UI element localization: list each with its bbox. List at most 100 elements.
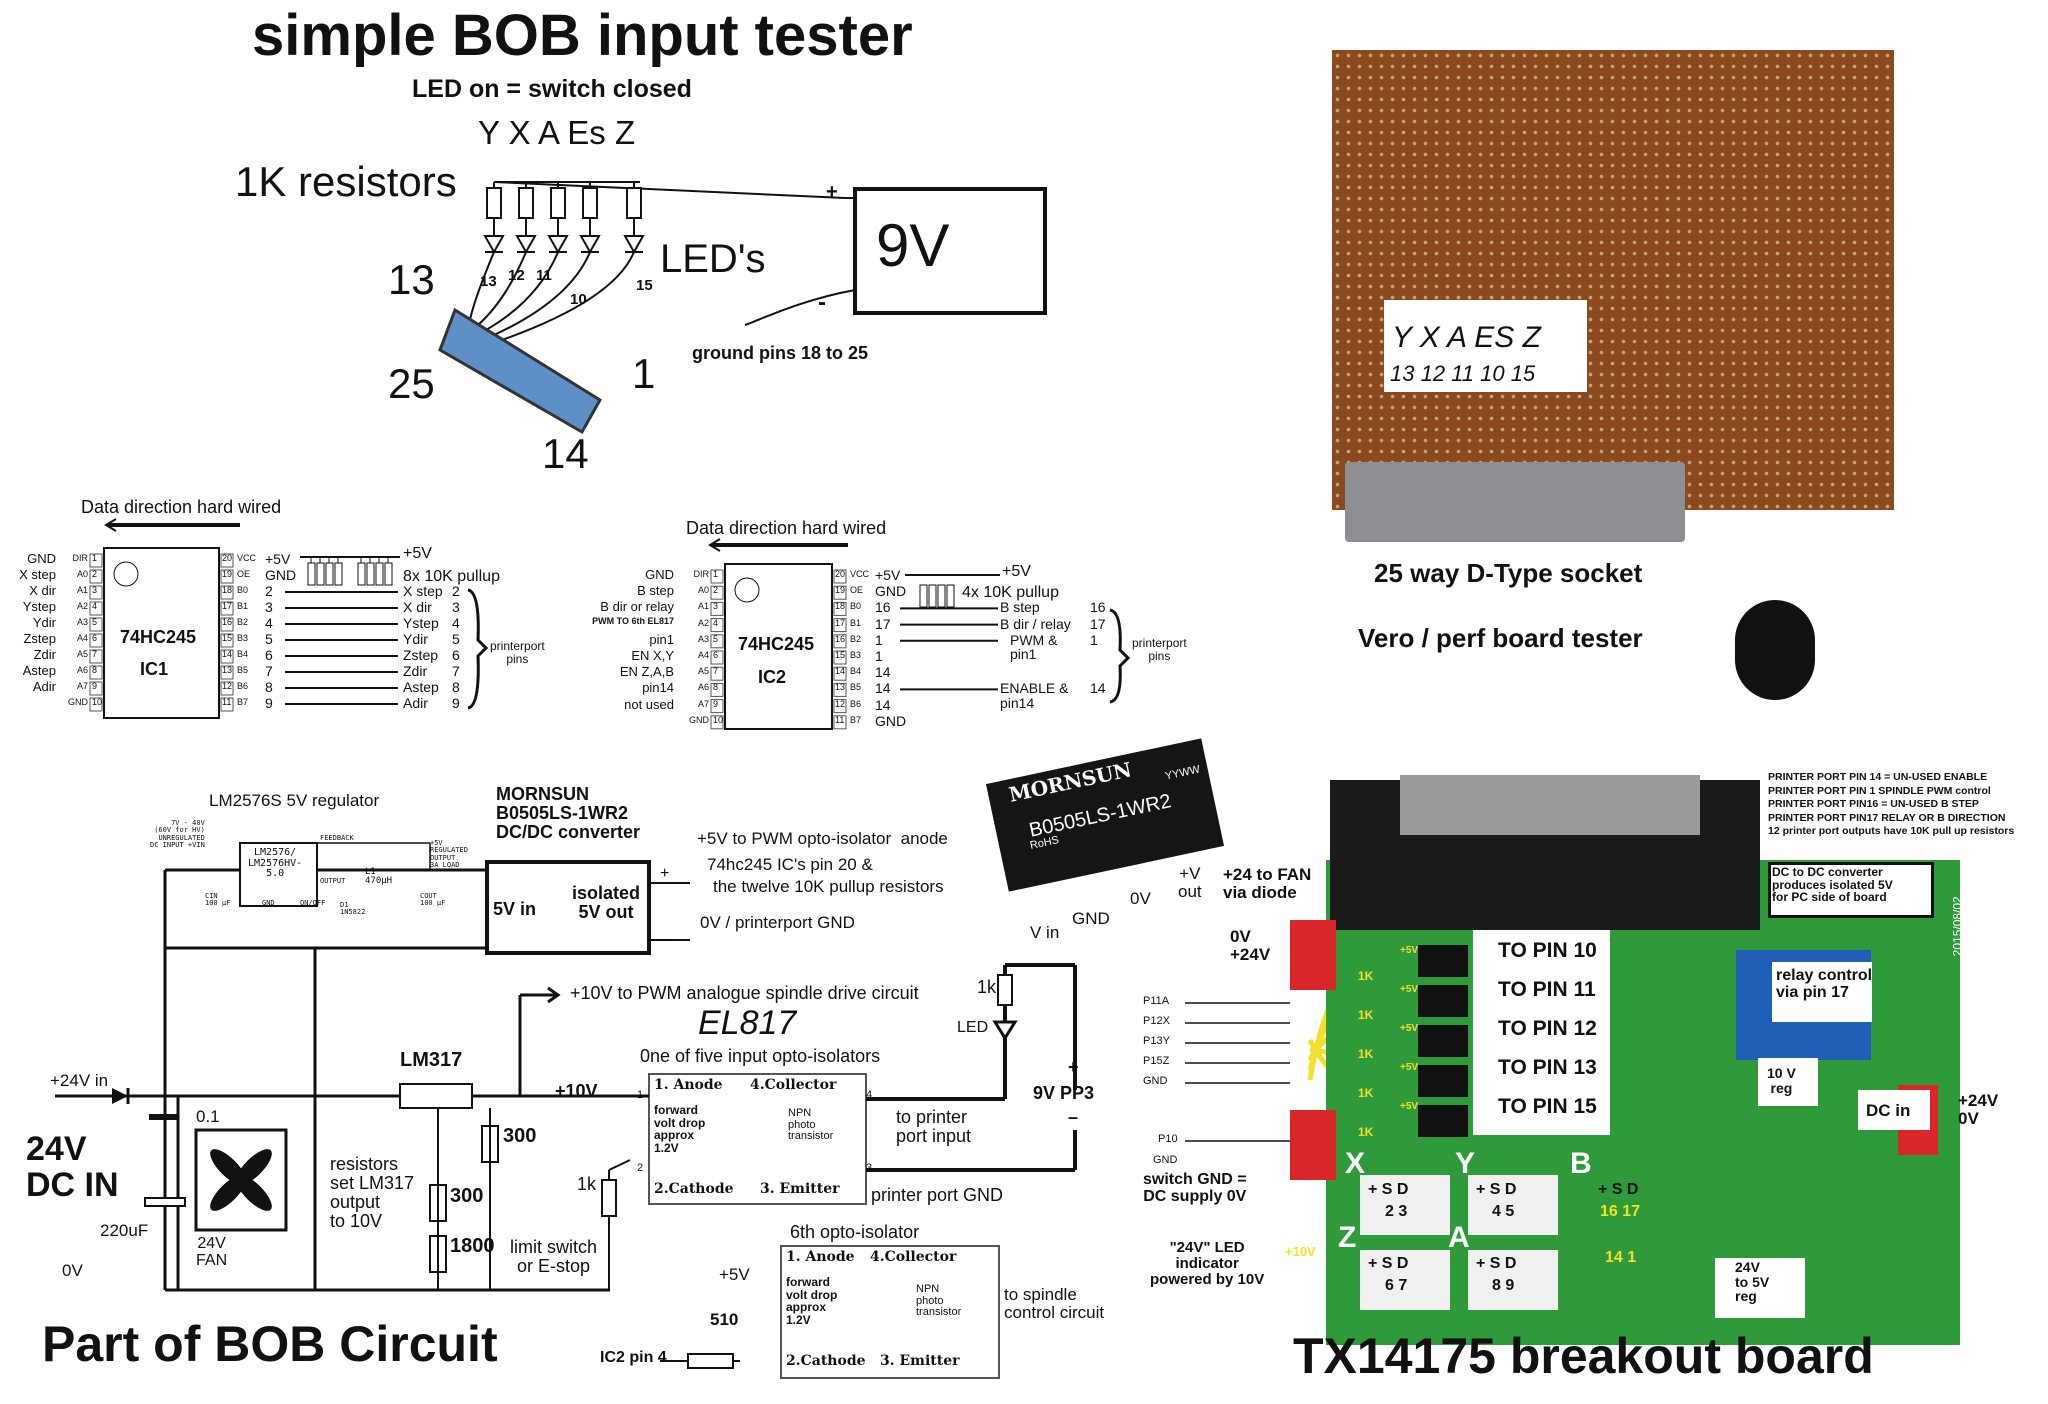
sd-connector-label: + S D xyxy=(1368,1181,1409,1198)
pin-name: B2 xyxy=(850,633,862,644)
feedback-label: FEEDBACK xyxy=(320,834,354,842)
to-pin-label-box xyxy=(1473,930,1610,1135)
relay-label-box xyxy=(1772,962,1872,1022)
optocoupler-chip xyxy=(1418,1025,1468,1057)
opto-plus5v-label: +5V xyxy=(1400,1023,1419,1034)
pin-number: 6 xyxy=(713,650,719,660)
spindle-drive-label: +10V to PWM analogue spindle drive circu… xyxy=(570,983,919,1003)
printer-port-note: PRINTER PORT PIN16 = UN-USED B STEP xyxy=(1768,798,1979,810)
opto6-plus5v-label: +5V xyxy=(719,1265,750,1284)
leds-label: LED's xyxy=(660,237,766,281)
ic2-pin-box xyxy=(833,634,847,649)
left-pin-label: EN X,Y xyxy=(631,648,674,663)
forward-drop-label: forward volt drop approx 1.2V xyxy=(654,1103,706,1155)
sd-pin-numbers: 6 7 xyxy=(1385,1277,1408,1294)
pin-number: 19 xyxy=(222,569,233,579)
to-pin-label: TO PIN 15 xyxy=(1498,1095,1597,1118)
ic1-pin-box xyxy=(89,601,103,616)
left-pin-label: GND xyxy=(645,567,674,582)
ic2-pin-box xyxy=(710,618,724,633)
sd-pin-numbers: 14 1 xyxy=(1605,1249,1637,1266)
forward-drop-label: forward volt drop approx 1.2V xyxy=(786,1275,838,1327)
pp3-plus: + xyxy=(1068,1057,1079,1077)
input-pin-label: P12X xyxy=(1143,1015,1170,1027)
pin-name: B7 xyxy=(237,697,249,707)
output-label: Ystep xyxy=(403,615,439,631)
reg5-label-box xyxy=(1715,1258,1805,1318)
db25-pin-13: 13 xyxy=(388,256,435,303)
led-pin-number: 15 xyxy=(636,277,653,294)
resistor-1k-label: 1K xyxy=(1358,1086,1374,1100)
output-label: Adir xyxy=(403,695,428,711)
pin-number: 5 xyxy=(713,633,719,644)
led-symbol xyxy=(992,1020,1018,1041)
opto-isolator-6 xyxy=(780,1245,1000,1379)
led-symbol xyxy=(515,235,537,255)
output-pin: 16 xyxy=(1090,599,1106,616)
pin-name: B1 xyxy=(237,601,249,611)
dcdc-converter-box xyxy=(485,860,651,955)
right-pin-value: GND xyxy=(875,712,907,729)
ic2-pin1-notch xyxy=(734,577,760,603)
pin-number: 13 xyxy=(835,682,846,693)
pin-name: B6 xyxy=(237,681,249,691)
led-wire xyxy=(477,251,527,326)
pin-number: 3 xyxy=(92,585,98,595)
ic2-pin-box xyxy=(710,699,724,714)
gnd-label: GND xyxy=(262,899,275,907)
switch-gnd-label: switch GND = DC supply 0V xyxy=(1143,1171,1247,1205)
sd-pin-numbers: 4 5 xyxy=(1492,1203,1515,1220)
right-pin-value: 1 xyxy=(875,648,883,664)
pin-name: GND xyxy=(68,697,88,707)
led-pin-number: 10 xyxy=(570,291,587,308)
pin-number: 7 xyxy=(713,666,719,677)
fan-connector-photo xyxy=(1290,920,1336,990)
ic1-pin-box xyxy=(89,665,103,680)
to-pin-label: TO PIN 13 xyxy=(1498,1056,1597,1079)
ic2-pin-box xyxy=(833,682,847,697)
connector-a xyxy=(1468,1250,1558,1310)
resistor-510 xyxy=(687,1353,734,1369)
led-pin-number: 11 xyxy=(536,267,552,284)
resistor-1k xyxy=(550,187,566,219)
input-pin-label: P11A xyxy=(1143,995,1170,1007)
pin-number: 14 xyxy=(835,666,846,677)
module-pin-vin: V in xyxy=(1030,923,1060,942)
reg5-label: 24V to 5V reg xyxy=(1735,1259,1770,1305)
left-pin-label: EN Z,A,B xyxy=(619,664,674,680)
db25-pin-1: 1 xyxy=(632,350,656,397)
l1-label: L1 470µH xyxy=(365,867,393,887)
card-numbers: 13 12 11 10 15 xyxy=(1390,361,1536,386)
ic2-pin-box xyxy=(833,666,847,681)
anode-label: 1. Anode xyxy=(654,1077,723,1093)
converter-plus: + xyxy=(660,865,670,882)
npn-label: NPN photo transistor xyxy=(788,1107,834,1143)
led-indicator-label: "24V" LED indicator powered by 10V xyxy=(1150,1239,1265,1288)
ic2-pin-box xyxy=(710,601,724,616)
dc-in-label-box xyxy=(1858,1090,1930,1130)
right-pin-value: 3 xyxy=(265,599,273,615)
zero-volt-label: 0V xyxy=(62,1261,83,1280)
dcdc-note-box xyxy=(1768,862,1934,918)
plus10-board-label: +10V xyxy=(1285,1244,1316,1259)
led-wire xyxy=(501,251,635,341)
capacitor-01 xyxy=(149,1114,177,1120)
battery-clip-photo xyxy=(1735,600,1815,700)
resistors-note: resistors set LM317 output to 10V xyxy=(330,1154,415,1231)
lm2576-chip xyxy=(239,842,318,907)
brace-label: printerport pins xyxy=(490,639,545,666)
pin-name: A4 xyxy=(697,650,709,660)
pin-number: 14 xyxy=(222,649,233,659)
resistor-1k-label: 1K xyxy=(1358,1125,1374,1139)
pin-name: A0 xyxy=(76,569,88,579)
pin-name: B2 xyxy=(237,617,249,627)
db25-connector-symbol xyxy=(438,307,603,435)
converter-out-label: isolated 5V out xyxy=(572,883,641,922)
p10-gnd-label: GND xyxy=(1153,1154,1178,1166)
ic1-pin-box xyxy=(89,585,103,600)
npn-label: NPN photo transistor xyxy=(916,1283,962,1319)
left-pin-label: pin1 xyxy=(649,631,674,647)
output-pin: 7 xyxy=(452,663,460,679)
pin-name: B4 xyxy=(850,666,862,677)
pin-name: B1 xyxy=(850,617,862,628)
